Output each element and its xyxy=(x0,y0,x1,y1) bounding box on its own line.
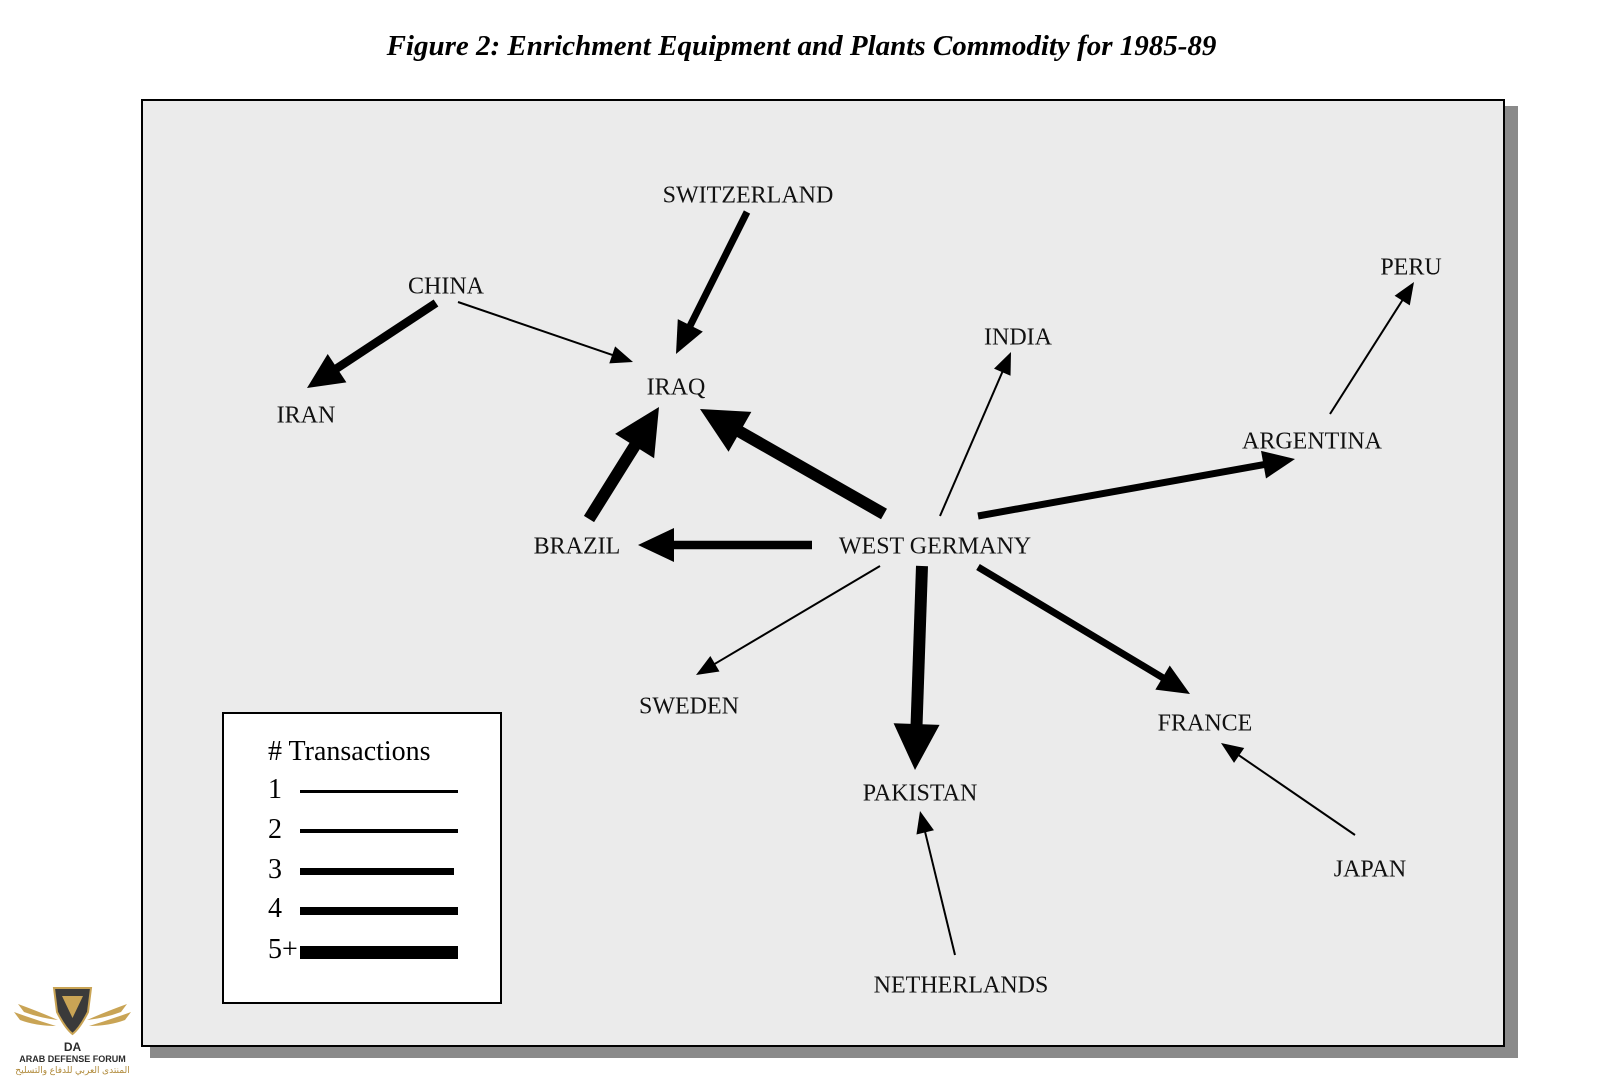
edge-west_germany-to-pakistan xyxy=(893,565,940,770)
node-france: FRANCE xyxy=(1157,710,1253,737)
node-argentina: ARGENTINA xyxy=(1242,428,1382,455)
node-japan: JAPAN xyxy=(1333,856,1407,883)
legend-row-4: 4 xyxy=(268,893,468,929)
node-iraq: IRAQ xyxy=(646,374,706,401)
logo-arabic: المنتدى العربي للدفاع والتسليح xyxy=(15,1065,130,1075)
legend-row-2: 2 xyxy=(268,814,468,850)
edge-japan-to-france xyxy=(1221,743,1356,836)
node-west-germany: WEST GERMANY xyxy=(838,533,1032,560)
edges-layer xyxy=(307,210,1414,956)
edge-west_germany-to-iraq xyxy=(700,409,887,520)
legend-row-1: 1 xyxy=(268,774,468,810)
edge-west_germany-to-argentina xyxy=(977,450,1295,520)
edge-brazil-to-iraq xyxy=(583,407,659,523)
legend-line-4 xyxy=(300,907,458,915)
node-netherlands: NETHERLANDS xyxy=(873,972,1049,999)
legend-label: 5+ xyxy=(268,934,298,965)
arrowhead xyxy=(615,407,659,459)
edge-line xyxy=(923,830,956,956)
edge-netherlands-to-pakistan xyxy=(916,811,956,956)
legend-line-3 xyxy=(300,868,454,875)
node-china: CHINA xyxy=(408,273,484,300)
edge-switzerland-to-iraq xyxy=(676,210,751,354)
logo-monogram: DA xyxy=(63,1040,82,1054)
edge-line xyxy=(457,301,615,357)
shield-wings-icon xyxy=(14,987,131,1036)
arrowhead xyxy=(1221,743,1245,763)
legend-row-5: 5+ xyxy=(268,934,468,970)
edge-line xyxy=(939,369,1004,517)
edge-line xyxy=(976,563,1167,682)
arrowhead xyxy=(696,656,720,675)
edge-line xyxy=(1329,298,1405,415)
node-pakistan: PAKISTAN xyxy=(862,780,978,807)
arrowhead xyxy=(916,811,934,835)
arrowhead xyxy=(609,346,633,364)
node-peru: PERU xyxy=(1380,254,1442,281)
edge-west_germany-to-india xyxy=(939,352,1011,517)
figure-title: Figure 2: Enrichment Equipment and Plant… xyxy=(386,30,1217,62)
edge-china-to-iran xyxy=(307,299,439,388)
edge-west_germany-to-sweden xyxy=(696,565,881,675)
legend-title: # Transactions xyxy=(268,736,431,767)
legend-label: 1 xyxy=(268,774,282,805)
edge-line xyxy=(583,441,641,523)
edge-line xyxy=(686,210,751,329)
edge-west_germany-to-france xyxy=(976,563,1190,694)
arrowhead xyxy=(307,353,347,388)
arrowhead xyxy=(1394,282,1414,306)
node-sweden: SWEDEN xyxy=(639,693,739,720)
arrowhead xyxy=(1261,450,1295,479)
node-switzerland: SWITZERLAND xyxy=(662,182,834,209)
node-brazil: BRAZIL xyxy=(533,533,621,560)
legend-line-2 xyxy=(300,829,458,833)
edge-line xyxy=(712,565,881,666)
arrowhead xyxy=(700,409,752,452)
legend-label: 4 xyxy=(268,893,282,924)
edge-line xyxy=(1236,753,1356,836)
node-india: INDIA xyxy=(984,324,1052,351)
node-iran: IRAN xyxy=(276,402,336,429)
legend-line-1 xyxy=(300,790,458,793)
edge-china-to-iraq xyxy=(457,301,633,364)
edge-line xyxy=(735,425,887,520)
arrowhead xyxy=(893,723,940,770)
edge-line xyxy=(977,460,1267,520)
legend-label: 3 xyxy=(268,854,282,885)
legend: # Transactions 1 2 3 4 5+ xyxy=(222,712,502,1004)
edge-line xyxy=(910,565,928,727)
arrowhead xyxy=(994,352,1011,376)
arrowhead xyxy=(676,319,703,354)
legend-row-3: 3 xyxy=(268,854,468,890)
arab-defense-forum-logo: DA ARAB DEFENSE FORUM المنتدى العربي للد… xyxy=(10,984,135,1078)
legend-line-5 xyxy=(300,946,458,959)
arrowhead xyxy=(1155,665,1190,694)
arrowhead xyxy=(638,528,674,562)
legend-label: 2 xyxy=(268,814,282,845)
edge-west_germany-to-brazil xyxy=(638,528,812,562)
logo-name: ARAB DEFENSE FORUM xyxy=(19,1054,126,1064)
edge-line xyxy=(333,299,439,373)
edge-argentina-to-peru xyxy=(1329,282,1414,415)
